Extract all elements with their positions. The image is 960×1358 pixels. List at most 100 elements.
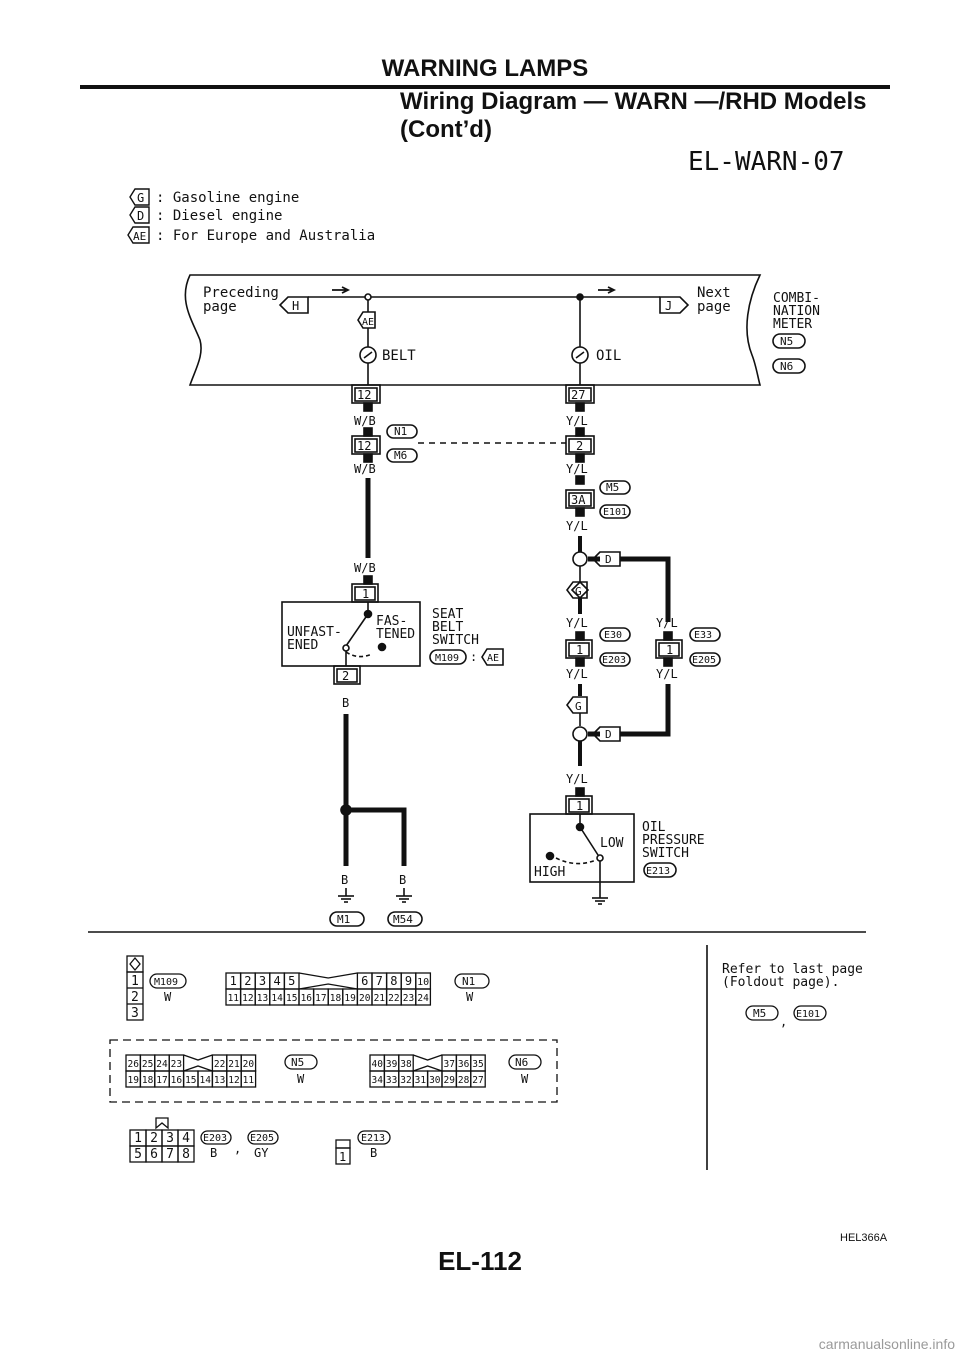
n6-color: W [521, 1072, 529, 1086]
pin-g: 1 [576, 643, 583, 657]
switch-note-sep: : [470, 650, 477, 664]
n1-pin-label: 21 [374, 993, 386, 1004]
ae-tag [357, 311, 376, 329]
m109-pin-1: 1 [131, 974, 139, 989]
connector-e33: E33 [694, 630, 712, 641]
page-number: EL-112 [438, 1246, 522, 1276]
connector-m6: M6 [394, 449, 407, 462]
n1-pin-label: 2 [244, 974, 251, 988]
n5-pin-label: 25 [142, 1059, 153, 1070]
legend-symbol-ae-text: AE [133, 230, 146, 243]
n5-pin-label: 24 [156, 1059, 168, 1070]
e203-pin-label: 2 [150, 1131, 158, 1146]
belt-lamp-label: BELT [382, 348, 416, 364]
next-page-label: Next [697, 285, 731, 301]
e203-pin-label: 7 [166, 1147, 174, 1162]
connector-j-tag [659, 296, 690, 314]
switch-name-2: BELT [432, 620, 463, 635]
connector-h-text: H [292, 299, 299, 313]
meter-name-3: METER [773, 317, 812, 332]
refer-e101: E101 [796, 1009, 820, 1020]
n5-pin-label: 26 [127, 1059, 139, 1070]
pin-3a: 3A [571, 493, 586, 507]
page-title-line1: Wiring Diagram — WARN —/RHD Models [400, 88, 867, 115]
tag-d-top-text: D [605, 553, 612, 566]
next-page-label-2: page [697, 299, 731, 315]
switch-name-3: SWITCH [432, 633, 479, 648]
connector-e203: E203 [602, 655, 626, 666]
fastened-label-1: FAS- [376, 614, 407, 629]
meter-name-2: NATION [773, 304, 820, 319]
tag-g-top [570, 580, 590, 600]
n5-key-notch [183, 1054, 213, 1072]
n5-pin-label: 21 [228, 1059, 240, 1070]
n5-pin-label: 14 [199, 1075, 211, 1086]
pin-12-joint: 12 [357, 439, 371, 453]
wire-wb-3: W/B [354, 561, 376, 575]
e213-id: E213 [361, 1133, 385, 1144]
connector-e101: E101 [603, 507, 627, 518]
n1-pin-label: 20 [359, 993, 371, 1004]
oil-low-label: LOW [600, 836, 624, 851]
meter-connector-n6: N6 [780, 360, 793, 373]
e203-pin-label: 8 [182, 1147, 190, 1162]
refer-sep: , [780, 1015, 787, 1029]
e203-pin-label: 6 [150, 1147, 158, 1162]
wire-wb-1: W/B [354, 414, 376, 428]
n1-color: W [466, 990, 474, 1004]
n1-pin-label: 7 [376, 974, 383, 988]
n6-pin-cell [470, 1070, 486, 1088]
legend-symbol-d-text: D [137, 209, 144, 223]
unfastened-label-2: ENED [287, 638, 318, 653]
oil-high-label: HIGH [534, 865, 565, 880]
legend-symbol-g [129, 188, 150, 206]
n5-pin-label: 19 [127, 1075, 139, 1086]
n1-pin-label: 24 [417, 993, 429, 1004]
n1-pin-label: 9 [405, 974, 412, 988]
n5-id: N5 [291, 1056, 304, 1069]
wire-yl-g1: Y/L [566, 616, 588, 630]
n5-pin-label: 18 [142, 1075, 154, 1086]
n5-pin-label: 13 [214, 1075, 225, 1086]
n1-pin-label: 16 [301, 993, 313, 1004]
n1-pin-cell [415, 988, 432, 1006]
switch-connector-m109: M109 [435, 653, 459, 664]
pin-d: 1 [666, 643, 673, 657]
preceding-page-label: Preceding [203, 285, 279, 301]
seat-belt-circuit: 12 W/B 12 N1 M6 W/B W/B 1 UNFAST- ENED F… [281, 384, 566, 927]
n6-pin-label: 36 [458, 1059, 470, 1070]
pin-2-joint: 2 [576, 439, 583, 453]
arrow-right-icon [598, 286, 617, 294]
oil-switch-name-3: SWITCH [642, 846, 689, 861]
n6-pin-label: 40 [371, 1059, 383, 1070]
n6-pin-label: 39 [386, 1059, 398, 1070]
m109-pin-2: 2 [131, 990, 139, 1005]
n6-pin-label: 37 [443, 1059, 454, 1070]
fastened-label-2: TENED [376, 627, 415, 642]
oil-pressure-switch-box [529, 813, 635, 883]
n1-pin-label: 10 [417, 977, 429, 988]
n1-pin-label: 12 [242, 993, 253, 1004]
legend-symbol-g-text: G [137, 191, 144, 205]
switch-note-ae: AE [487, 653, 499, 664]
switch-pin-2: 2 [342, 669, 349, 683]
connector-h-tag [278, 296, 309, 314]
legend-gasoline: : Gasoline engine [156, 190, 299, 206]
combination-meter: Preceding page H J Next page AE BELT OIL… [184, 274, 820, 386]
n5-pin-label: 22 [214, 1059, 225, 1070]
n1-pin-label: 18 [330, 993, 342, 1004]
e203-pin-label: 1 [134, 1131, 142, 1146]
header-rule [80, 85, 890, 89]
n1-pin-label: 3 [259, 974, 266, 988]
ground-icon [338, 888, 354, 903]
connector-e30: E30 [604, 630, 622, 641]
n1-key-notch [298, 972, 358, 990]
switch-name-1: SEAT [432, 607, 463, 622]
tag-d-bottom [591, 726, 621, 742]
wire-b: B [342, 696, 349, 710]
